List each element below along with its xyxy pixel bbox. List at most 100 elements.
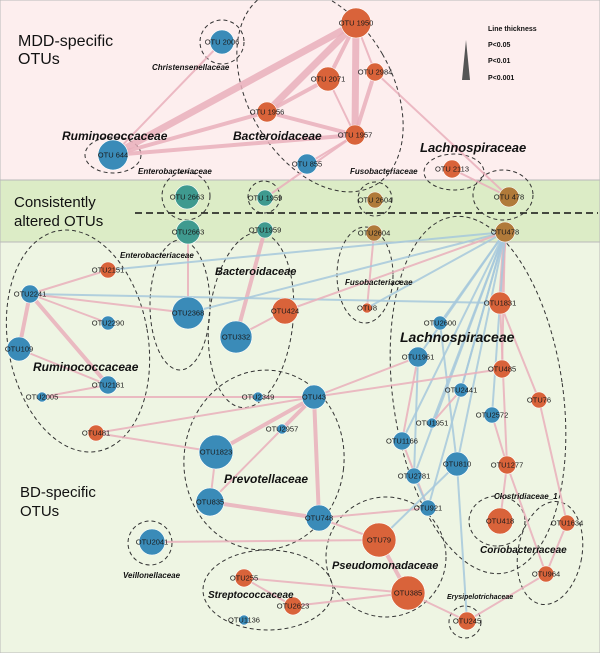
edge-otu1950-otu644 [109, 19, 360, 159]
node-circle [252, 391, 264, 403]
node-otu1823: OTU1823 [198, 434, 234, 470]
edge-otu43-otu485 [313, 368, 503, 398]
cluster-outline [468, 495, 526, 547]
cluster-outline [516, 500, 584, 606]
edge-otu79-otu2041 [151, 539, 380, 543]
node-otu2663a: OTU 2663 [170, 184, 204, 210]
node-circle [276, 423, 288, 435]
node-otu43: OTU43 [301, 384, 327, 410]
family-label-ruminococcaceae-mdd: Ruminococcaceae [62, 129, 168, 143]
edge-otu478b-otu2572 [491, 231, 506, 416]
node-circle [494, 221, 516, 243]
node-circle [305, 504, 333, 532]
node-otu2290: OTU2290 [92, 315, 124, 331]
node-circle [174, 184, 200, 210]
node-label: OTU 478 [494, 193, 524, 202]
node-circle [537, 565, 555, 583]
node-otu385: OTU385 [390, 575, 426, 611]
node-otu2181: OTU2181 [92, 375, 125, 395]
family-label-lachnospiraceae-bd: Lachnospiraceae [400, 329, 515, 345]
node-otu644: OTU 644 [97, 139, 129, 171]
node-label: OTU810 [443, 460, 471, 469]
node-otu2604b: OTU2604 [358, 224, 390, 242]
legend: Line thickness P<0.05 P<0.01 P<0.001 [462, 26, 537, 82]
edge-otu8-otu478b [366, 231, 506, 309]
node-circle [36, 391, 48, 403]
node-otu2368: OTU2368 [171, 296, 205, 330]
node-circle [432, 315, 448, 331]
edge-otu2368-otu478b [187, 231, 506, 314]
node-label: OTU2181 [92, 381, 125, 390]
node-otu835: OTU835 [195, 487, 225, 517]
node-label: OTU332 [222, 333, 250, 342]
node-otu2572: OTU2572 [476, 406, 509, 424]
node-label: OTU2572 [476, 411, 509, 420]
edge-otu385-otu2623 [292, 592, 409, 607]
node-circle [97, 139, 129, 171]
node-label: OTU2005 [26, 393, 59, 402]
node-circle [457, 611, 477, 631]
node-circle [238, 614, 250, 626]
cluster-outline [183, 369, 345, 551]
family-label-erysipelotrichaceae: Erysipelotrichaceae [447, 594, 513, 601]
edge-otu835-otu748 [208, 500, 321, 520]
edge-otu1959b-otu332 [234, 228, 267, 339]
edge-otu79-otu810 [378, 463, 458, 541]
node-circle [296, 153, 318, 175]
node-circle [219, 320, 253, 354]
node-otu2984: OTU 2984 [358, 62, 393, 82]
edge-otu2984-otu478a [374, 71, 510, 198]
edge-otu1831-otu1277 [499, 302, 508, 466]
edge-otu2181-otu2005 [41, 384, 109, 398]
node-otu478a: OTU 478 [494, 186, 524, 208]
family-label-bacteroidaceae-mdd: Bacteroidaceae [233, 129, 322, 143]
family-label-christensenellaceae: Christensenellaceae [152, 63, 230, 72]
node-label: OTU921 [414, 504, 442, 513]
node-label: OTU2957 [266, 425, 299, 434]
node-label: OTU79 [367, 536, 391, 545]
edge-otu810-otu245 [456, 463, 468, 622]
edge-otu1957-otu644 [111, 133, 357, 157]
edge-otu478b-otu1166 [401, 231, 506, 442]
node-label: OTU76 [527, 396, 551, 405]
node-otu2349: OTU2349 [242, 391, 274, 403]
node-otu481: OTU481 [82, 424, 110, 442]
node-otu1277: OTU1277 [491, 455, 523, 475]
edge-otu2113-otu478a [451, 168, 510, 198]
node-label: OTU1951 [416, 419, 449, 428]
edge-otu43-otu748 [312, 395, 321, 520]
node-circle [198, 434, 234, 470]
node-label: OTU1959 [249, 226, 282, 235]
edge-otu2151-otu478b [107, 231, 506, 271]
edge-otu2957-otu835 [209, 428, 283, 503]
node-otu1951: OTU1951 [416, 417, 449, 429]
node-circle [98, 375, 118, 395]
node-circle [100, 315, 116, 331]
family-label-ruminococcaceae-bd: Ruminococcaceae [33, 360, 139, 374]
legend-wedge-icon [462, 40, 470, 80]
node-label: OTU964 [532, 570, 560, 579]
node-circle [256, 101, 278, 123]
node-otu2113: OTU 2113 [435, 159, 469, 179]
node-label: OTU1634 [551, 519, 584, 528]
edge-otu2241-otu2290 [29, 293, 109, 324]
node-circle [256, 189, 274, 207]
node-label: OTU1166 [386, 437, 418, 446]
node-circle [498, 186, 520, 208]
family-label-clostridiaceae: Clostridiaceae_1 [494, 492, 558, 501]
node-circle [492, 359, 512, 379]
family-label-enterobacteriaceae-bd: Enterobacteriaceae [120, 251, 194, 260]
node-label: OTU 1957 [338, 131, 373, 140]
node-circle [444, 451, 470, 477]
node-label: OTU748 [305, 514, 333, 523]
edge-otu2241-otu2181 [28, 292, 110, 387]
node-circle [344, 124, 366, 146]
node-circle [365, 224, 383, 242]
node-otu964: OTU964 [532, 565, 560, 583]
cluster-outline [84, 136, 142, 174]
node-label: OTU 2984 [358, 68, 393, 77]
node-otu2781: OTU2781 [398, 467, 430, 485]
node-otu2006: OTU 2006 [205, 29, 239, 55]
family-label-pseudomonadaceae: Pseudomonadaceae [332, 560, 438, 572]
